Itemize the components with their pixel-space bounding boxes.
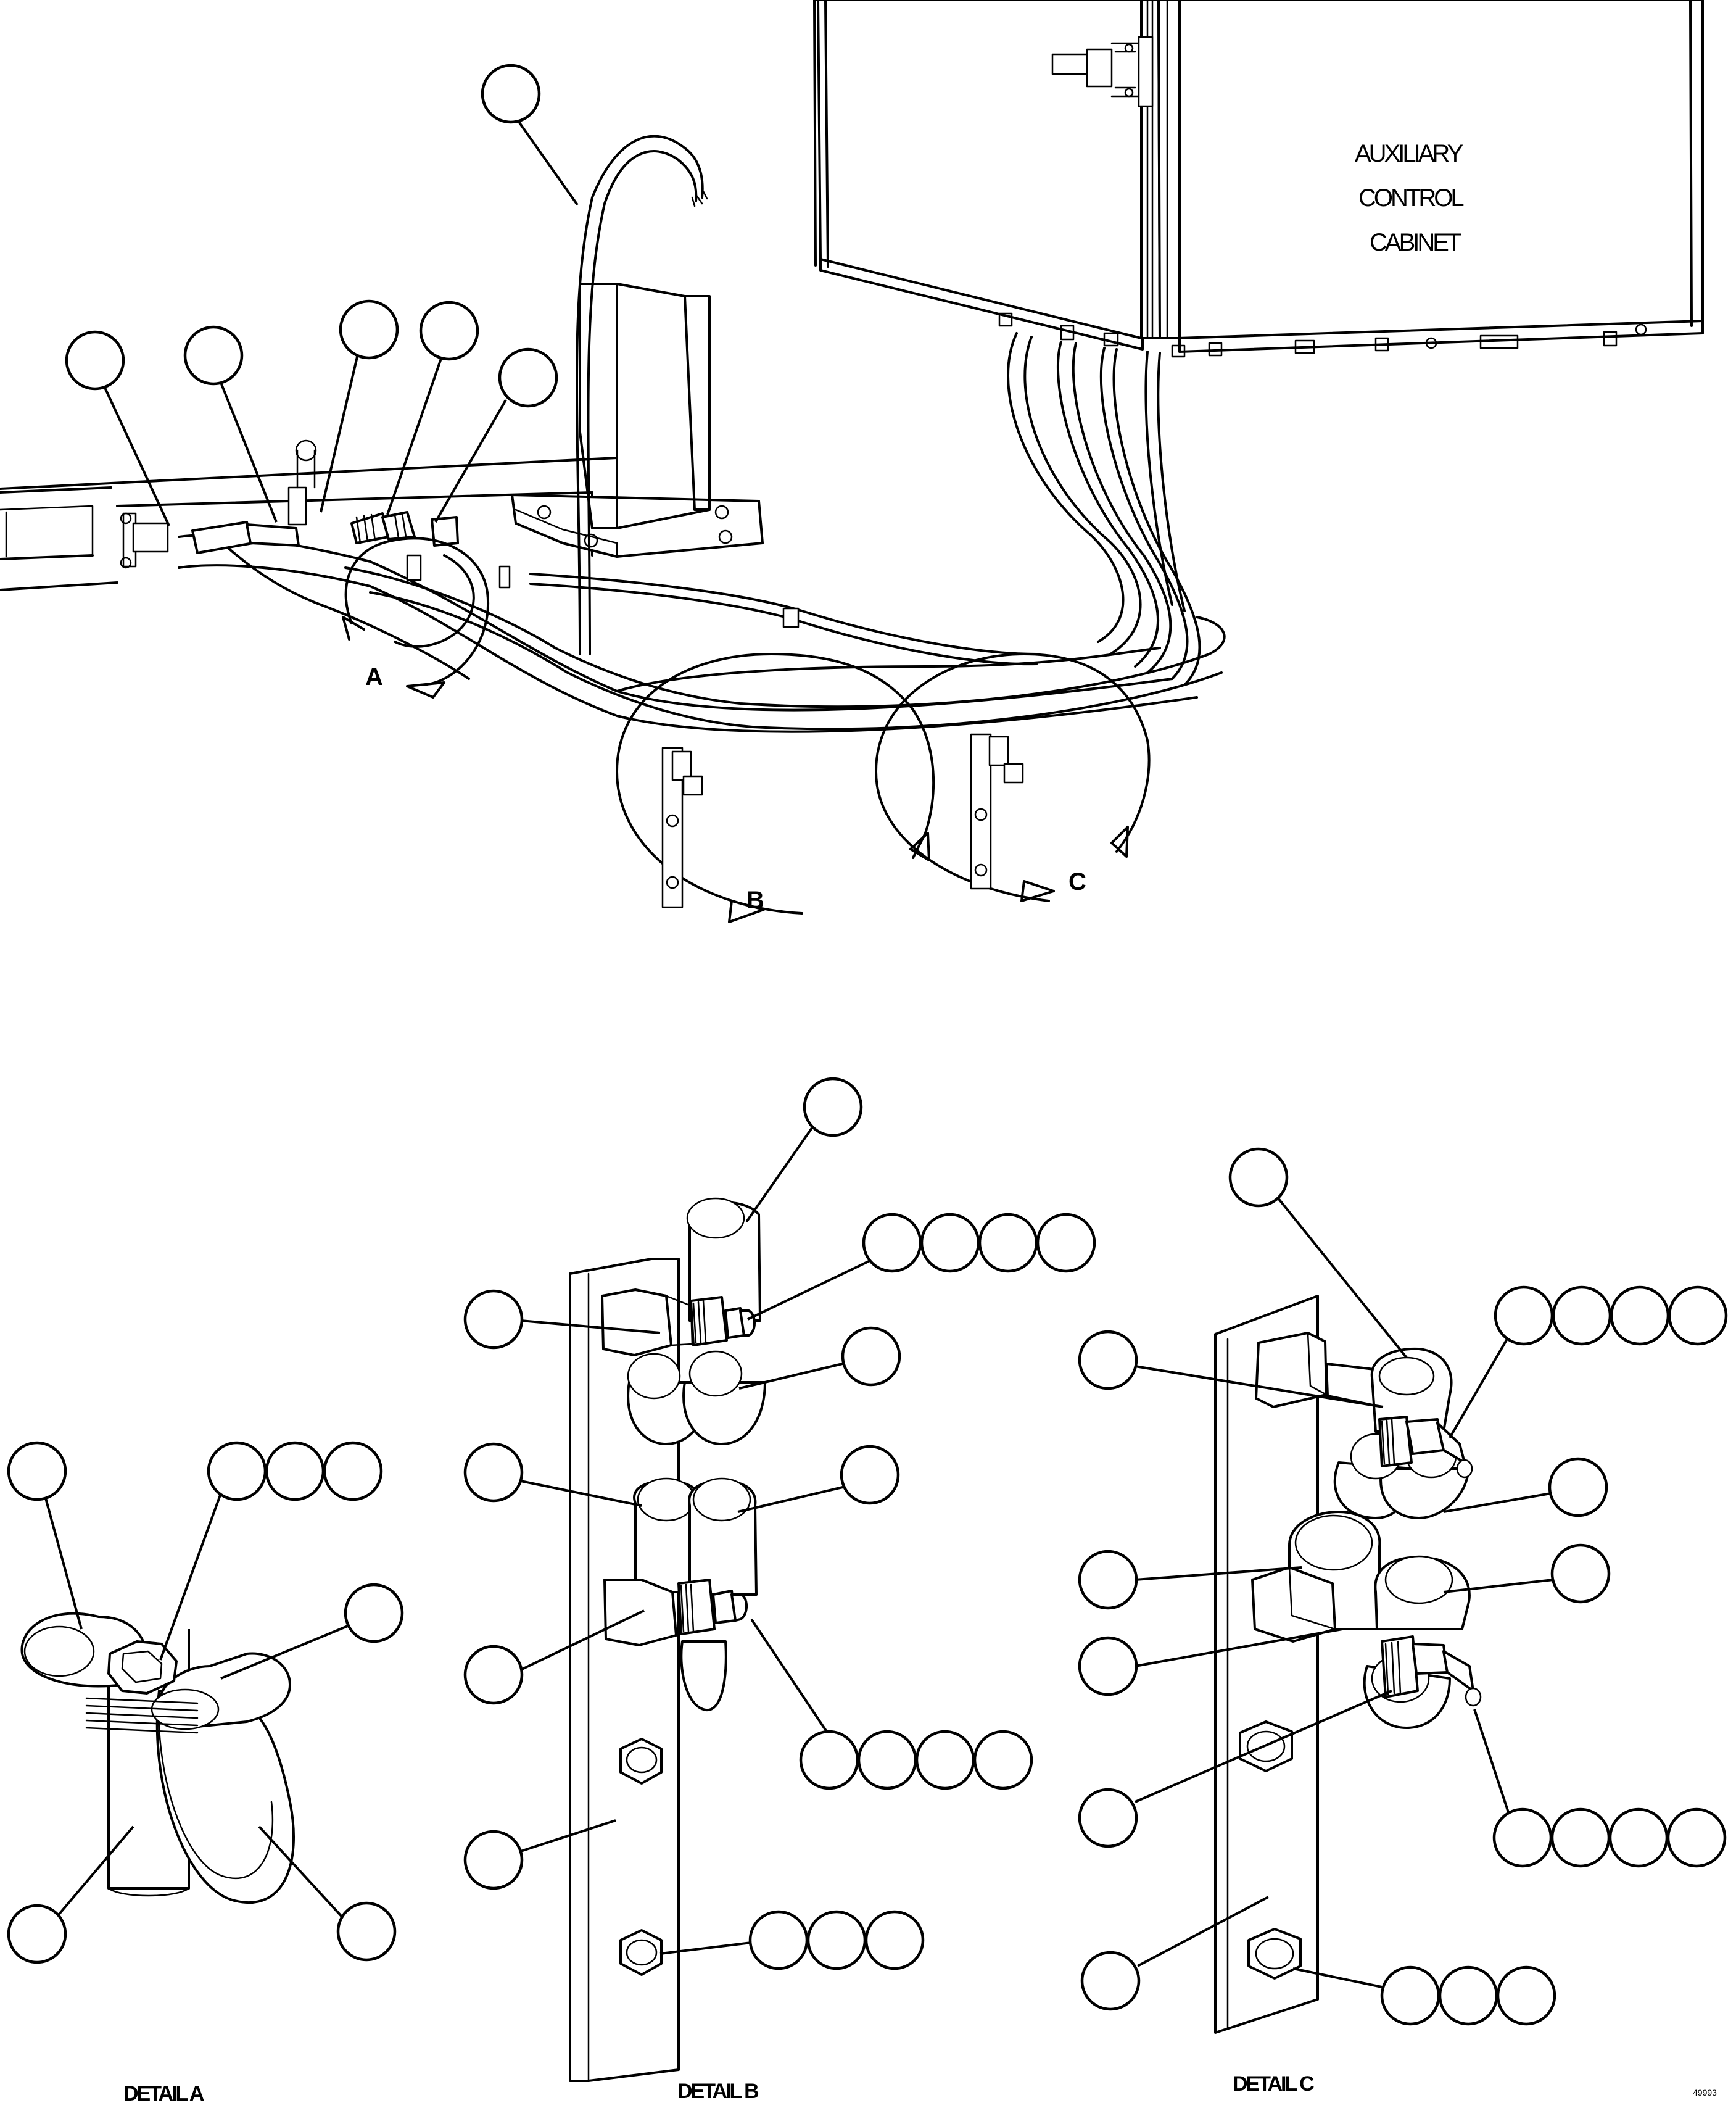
callout-balloon[interactable]: [1078, 1330, 1138, 1390]
callout-balloon[interactable]: [7, 1904, 67, 1964]
detail-a-letter: A: [365, 663, 383, 691]
callout-balloon[interactable]: [1228, 1147, 1289, 1208]
callout-balloon[interactable]: [857, 1730, 917, 1790]
callout-balloon[interactable]: [978, 1213, 1038, 1273]
callout-balloon[interactable]: [1078, 1636, 1138, 1696]
callout-balloon[interactable]: [183, 325, 244, 386]
callout-balloon[interactable]: [336, 1901, 397, 1962]
detail-b-callouts: DETAIL B: [463, 1077, 1096, 2103]
callout-balloon[interactable]: [920, 1213, 980, 1273]
detail-b-title: DETAIL B: [677, 2080, 759, 2103]
callout-balloon[interactable]: [1080, 1951, 1141, 2011]
callout-balloon[interactable]: [481, 64, 541, 124]
drawing-number: 49993: [1693, 2088, 1717, 2097]
detail-b-marker: B: [616, 653, 935, 923]
cable-harness: [178, 135, 1226, 733]
detail-b-letter: B: [746, 887, 764, 914]
callout-balloon[interactable]: [65, 330, 125, 391]
callout-balloon[interactable]: [463, 1645, 524, 1705]
detail-a-view: [20, 1612, 295, 1904]
detail-c-letter: C: [1068, 868, 1086, 895]
callout-balloon[interactable]: [1078, 1550, 1138, 1610]
callout-balloon[interactable]: [1494, 1285, 1554, 1346]
callout-balloon[interactable]: [862, 1213, 922, 1273]
callout-balloon[interactable]: [323, 1441, 383, 1501]
callout-balloon[interactable]: [1496, 1965, 1556, 2026]
callout-balloon[interactable]: [915, 1730, 975, 1790]
callout-balloon[interactable]: [840, 1445, 900, 1505]
callout-balloon[interactable]: [1550, 1807, 1611, 1868]
detail-c-view: [1214, 1295, 1482, 2034]
callout-balloon[interactable]: [463, 1830, 524, 1890]
callout-balloon[interactable]: [419, 301, 479, 361]
frame-connectors: [191, 439, 459, 581]
callout-balloon[interactable]: [463, 1442, 524, 1503]
pedestal-mount: [511, 283, 764, 558]
callout-balloon[interactable]: [7, 1441, 67, 1501]
detail-b-view: [569, 1197, 766, 2082]
callout-balloon[interactable]: [1552, 1285, 1612, 1346]
cabinet-label-line-2: CONTROL: [1358, 185, 1463, 212]
callout-balloon[interactable]: [973, 1730, 1033, 1790]
callout-balloon[interactable]: [803, 1077, 863, 1137]
detail-a-callouts: DETAIL A: [7, 1441, 404, 2106]
callout-balloon[interactable]: [207, 1441, 267, 1501]
callout-balloon[interactable]: [1548, 1457, 1608, 1517]
detail-c-title: DETAIL C: [1233, 2072, 1314, 2096]
main-view-callouts: [65, 64, 579, 526]
callout-balloon[interactable]: [498, 347, 558, 408]
callout-balloon[interactable]: [748, 1910, 809, 1970]
callout-balloon[interactable]: [1036, 1213, 1096, 1273]
callout-balloon[interactable]: [463, 1289, 524, 1350]
main-assembly-view: AUXILIARY CONTROL CABINET: [0, 0, 1704, 923]
auxiliary-control-cabinet: AUXILIARY CONTROL CABINET: [813, 0, 1704, 358]
callout-balloon[interactable]: [864, 1910, 925, 1970]
callout-balloon[interactable]: [1550, 1543, 1611, 1604]
callout-balloon[interactable]: [1078, 1788, 1138, 1848]
callout-balloon[interactable]: [1608, 1807, 1669, 1868]
cabinet-label-line-3: CABINET: [1370, 229, 1461, 256]
cabinet-label-line-1: AUXILIARY: [1355, 140, 1463, 167]
callout-balloon[interactable]: [344, 1583, 404, 1643]
callout-balloon[interactable]: [1492, 1807, 1553, 1868]
callout-balloon[interactable]: [806, 1910, 867, 1970]
callout-balloon[interactable]: [841, 1326, 901, 1387]
callout-balloon[interactable]: [1438, 1965, 1498, 2026]
detail-c-callouts: DETAIL C: [1078, 1147, 1728, 2096]
callout-balloon[interactable]: [339, 299, 399, 360]
callout-balloon[interactable]: [799, 1730, 859, 1790]
detail-c-marker: C: [875, 653, 1151, 902]
callout-balloon[interactable]: [265, 1441, 325, 1501]
frame-rail: [0, 457, 618, 591]
callout-balloon[interactable]: [1666, 1807, 1727, 1868]
callout-balloon[interactable]: [1380, 1965, 1440, 2026]
callout-balloon[interactable]: [1668, 1285, 1728, 1346]
detail-a-title: DETAIL A: [123, 2082, 204, 2106]
detail-a-marker: A: [342, 537, 490, 699]
callout-balloon[interactable]: [1610, 1285, 1670, 1346]
